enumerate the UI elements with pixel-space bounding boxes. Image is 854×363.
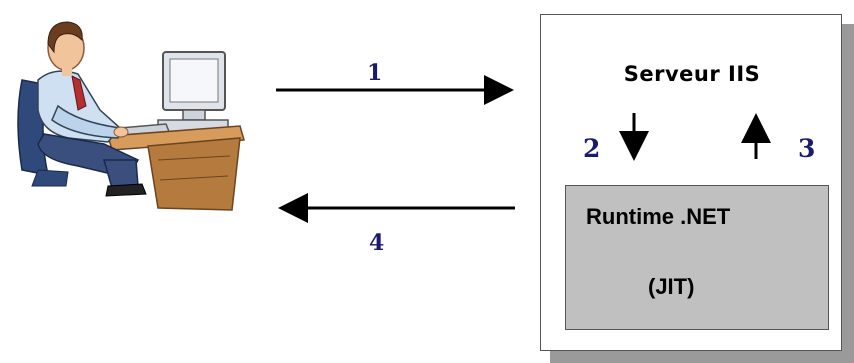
jit-label: (JIT) xyxy=(648,274,695,299)
internal-arrows xyxy=(619,113,771,161)
step-2-label: 2 xyxy=(583,134,601,163)
step-3-label: 3 xyxy=(798,134,816,163)
iis-server-box: Serveur IIS Runtime .NET (JIT) xyxy=(540,14,842,351)
step-4-label: 4 xyxy=(369,230,385,256)
step-1-label: 1 xyxy=(367,60,383,86)
runtime-label: Runtime .NET xyxy=(586,204,731,229)
server-title: Serveur IIS xyxy=(623,62,761,86)
user-at-computer-icon xyxy=(17,21,245,211)
runtime-box: Runtime .NET (JIT) xyxy=(565,185,829,330)
